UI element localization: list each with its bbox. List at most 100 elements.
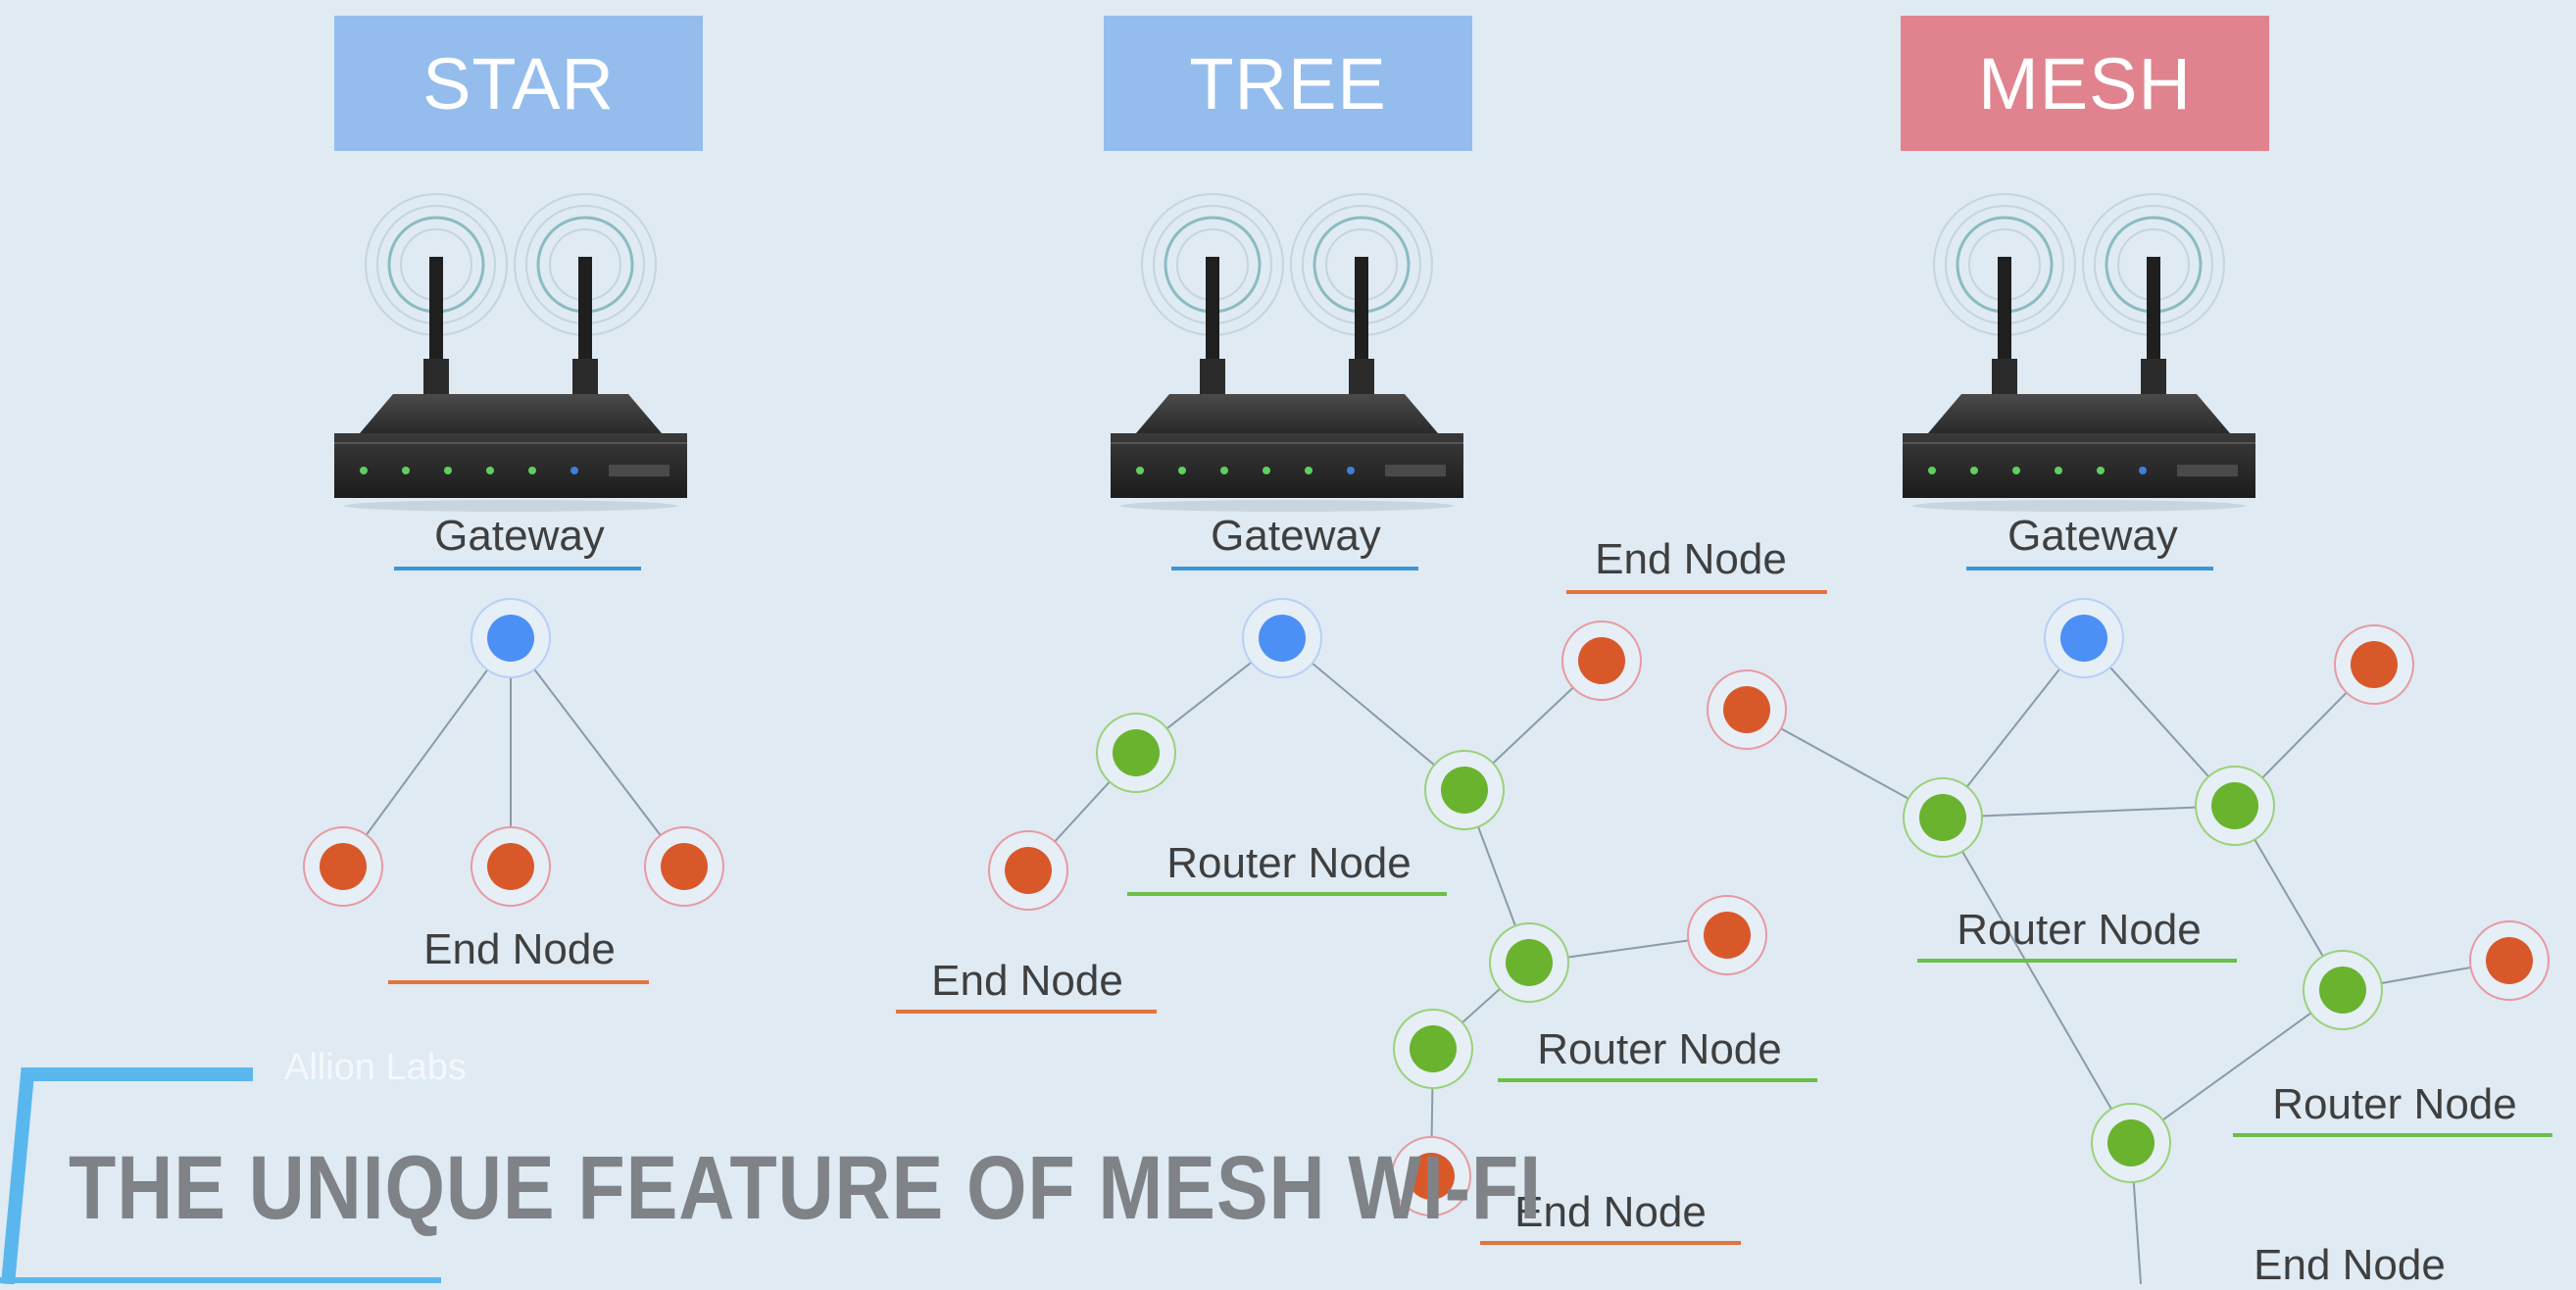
tree-end-node-top-underline bbox=[1566, 590, 1827, 594]
gateway-node bbox=[2044, 598, 2124, 678]
end-node-dot bbox=[487, 843, 534, 890]
antenna-base bbox=[2141, 359, 2166, 398]
end-node-dot bbox=[1723, 686, 1770, 733]
router-icon bbox=[334, 193, 687, 512]
link-line bbox=[1942, 817, 2132, 1144]
status-led bbox=[2139, 467, 2147, 474]
router-node bbox=[2091, 1103, 2171, 1183]
end-node-dot bbox=[2351, 641, 2398, 688]
tree-end-node-left-underline bbox=[896, 1010, 1157, 1014]
gateway-node-dot bbox=[1259, 615, 1306, 662]
link-line bbox=[510, 637, 685, 868]
antenna bbox=[429, 257, 443, 365]
antenna-base bbox=[572, 359, 598, 398]
end-node-dot bbox=[1704, 912, 1751, 959]
end-node bbox=[644, 826, 724, 907]
star-end-node-label: End Node bbox=[423, 925, 616, 973]
router-node bbox=[2303, 950, 2383, 1030]
status-led bbox=[1305, 467, 1313, 474]
title-frame bbox=[0, 1067, 441, 1284]
router-node-dot bbox=[2319, 967, 2366, 1014]
antenna bbox=[2147, 257, 2160, 365]
router-node bbox=[1489, 922, 1569, 1003]
vent bbox=[609, 465, 669, 476]
status-led bbox=[402, 467, 410, 474]
network-nodes bbox=[303, 598, 2550, 1216]
mesh-end-node-label: End Node bbox=[2254, 1241, 2446, 1289]
status-led bbox=[1928, 467, 1936, 474]
gateway-node-dot bbox=[2060, 615, 2107, 662]
end-node bbox=[303, 826, 383, 907]
end-node bbox=[988, 830, 1068, 911]
star-title: STAR bbox=[334, 16, 703, 151]
antenna-base bbox=[1992, 359, 2017, 398]
end-node bbox=[471, 826, 551, 907]
headline-title: THE UNIQUE FEATURE OF MESH WI-FI bbox=[69, 1138, 1542, 1238]
mesh-router-node-1-label: Router Node bbox=[1957, 906, 2202, 954]
status-led bbox=[2055, 467, 2062, 474]
status-led bbox=[1220, 467, 1228, 474]
star-gateway-underline bbox=[394, 567, 641, 571]
mesh-router-node-2-underline bbox=[2233, 1133, 2552, 1137]
router-node bbox=[1096, 713, 1176, 793]
router-shadow bbox=[1120, 500, 1454, 512]
tree-router-node-2-label: Router Node bbox=[1537, 1025, 1782, 1073]
mesh-router-node-1-underline bbox=[1917, 959, 2237, 963]
router-node-dot bbox=[1919, 794, 1966, 841]
star-end-node-underline bbox=[388, 980, 649, 984]
router-top bbox=[360, 394, 662, 433]
status-led bbox=[444, 467, 452, 474]
end-node bbox=[1707, 670, 1787, 750]
star-title-text: STAR bbox=[422, 42, 615, 124]
router-node bbox=[2195, 766, 2275, 846]
antenna bbox=[1355, 257, 1368, 365]
end-node-dot bbox=[1005, 847, 1052, 894]
tree-end-node-top-label: End Node bbox=[1595, 535, 1787, 583]
antenna bbox=[1998, 257, 2011, 365]
status-led bbox=[2097, 467, 2105, 474]
status-led bbox=[1136, 467, 1144, 474]
status-led bbox=[570, 467, 578, 474]
antenna-base bbox=[1349, 359, 1374, 398]
router-node-dot bbox=[1113, 729, 1160, 776]
end-node-dot bbox=[1408, 1153, 1455, 1200]
mesh-gateway-underline bbox=[1966, 567, 2213, 571]
tree-end-node-left-label: End Node bbox=[931, 957, 1123, 1005]
gateway-node-dot bbox=[487, 615, 534, 662]
mesh-router-node-2-label: Router Node bbox=[2272, 1080, 2517, 1128]
end-node bbox=[1687, 895, 1767, 975]
end-node-dot bbox=[661, 843, 708, 890]
router-node-dot bbox=[2211, 782, 2258, 829]
antenna bbox=[578, 257, 592, 365]
tree-router-node-1-underline bbox=[1127, 892, 1447, 896]
end-node-dot bbox=[2486, 937, 2533, 984]
status-led bbox=[1347, 467, 1355, 474]
tree-title-text: TREE bbox=[1189, 42, 1387, 124]
vent bbox=[1385, 465, 1446, 476]
router-icon bbox=[1903, 193, 2255, 512]
tree-end-node-bottom-label: End Node bbox=[1514, 1188, 1707, 1236]
status-led bbox=[528, 467, 536, 474]
brand-label: Allion Labs bbox=[284, 1047, 467, 1088]
link-line bbox=[1942, 805, 2236, 819]
router-node-dot bbox=[1506, 939, 1553, 986]
status-led bbox=[1263, 467, 1270, 474]
tree-title: TREE bbox=[1104, 16, 1472, 151]
router-node-dot bbox=[1410, 1025, 1457, 1072]
gateway-node bbox=[471, 598, 551, 678]
end-node-dot bbox=[1578, 637, 1625, 684]
tree-gateway-label: Gateway bbox=[1211, 512, 1381, 560]
router-shadow bbox=[1912, 500, 2246, 512]
mesh-title: MESH bbox=[1901, 16, 2269, 151]
status-led bbox=[360, 467, 368, 474]
router-node bbox=[1903, 777, 1983, 858]
star-gateway-label: Gateway bbox=[434, 512, 605, 560]
router-devices bbox=[334, 193, 2255, 512]
antenna bbox=[1206, 257, 1219, 365]
link-line bbox=[342, 637, 512, 868]
mesh-title-text: MESH bbox=[1978, 42, 2192, 124]
tree-gateway-underline bbox=[1171, 567, 1418, 571]
router-node bbox=[1424, 750, 1505, 830]
